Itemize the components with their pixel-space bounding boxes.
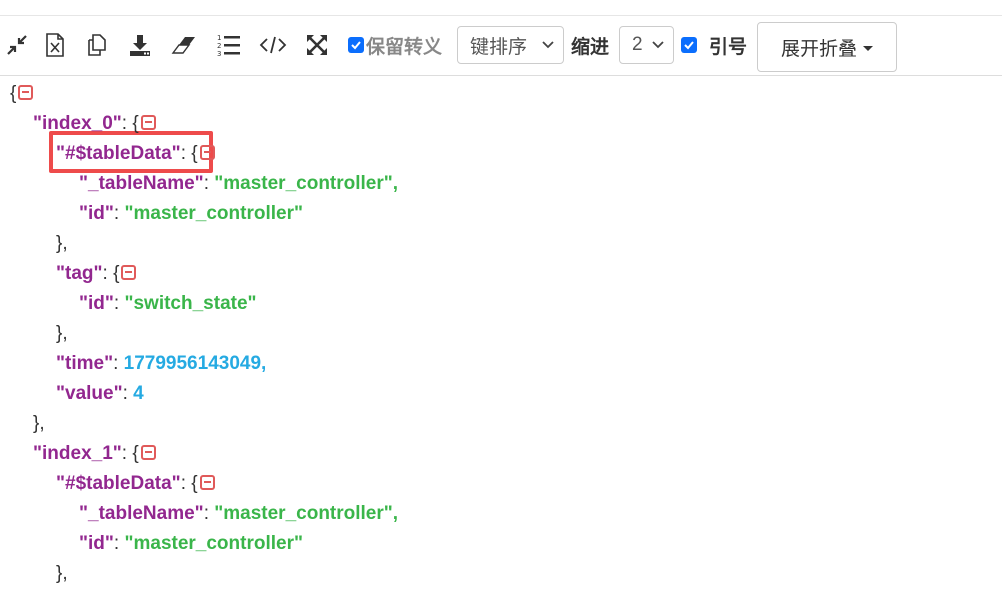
- collapse-icon[interactable]: [121, 264, 137, 280]
- punctuation: :: [122, 383, 134, 404]
- collapse-icon[interactable]: [199, 474, 215, 490]
- json-line: },: [56, 229, 68, 259]
- top-divider: [0, 15, 1002, 16]
- json-key: "value": [56, 383, 123, 404]
- json-key: "_tableName": [79, 173, 204, 194]
- json-value: "switch_state": [124, 293, 257, 314]
- open-brace: {: [10, 83, 17, 104]
- json-key: "#$tableData": [56, 473, 181, 494]
- collapse-icon[interactable]: [140, 444, 156, 460]
- chevron-down-icon: [542, 41, 554, 49]
- keep-escape-checkbox[interactable]: [348, 37, 364, 53]
- expand-collapse-label: 展开折叠: [780, 38, 857, 60]
- svg-text:1: 1: [217, 34, 221, 42]
- comma: ,: [392, 503, 399, 524]
- json-key: "index_0": [33, 113, 122, 134]
- excel-icon[interactable]: [40, 30, 70, 60]
- json-value: "master_controller": [124, 533, 303, 554]
- json-key: "id": [79, 293, 114, 314]
- compress-icon[interactable]: [2, 30, 32, 60]
- collapse-icon[interactable]: [140, 114, 156, 130]
- json-value: 1779956143049: [123, 353, 262, 374]
- expand-collapse-button[interactable]: 展开折叠: [757, 22, 897, 72]
- indent-label: 缩进: [571, 36, 610, 58]
- punctuation: :: [121, 113, 133, 134]
- json-value: "master_controller": [124, 203, 303, 224]
- copy-icon[interactable]: [82, 30, 112, 60]
- punctuation: :: [113, 353, 124, 374]
- keep-escape-label: 保留转义: [366, 36, 443, 58]
- json-line: "_tableName": "master_controller",: [79, 499, 398, 529]
- punctuation: :: [102, 263, 114, 284]
- sort-select[interactable]: 键排序: [457, 26, 564, 64]
- chevron-down-icon: [652, 41, 664, 49]
- caret-down-icon: [863, 46, 873, 51]
- json-line: "tag": {: [56, 259, 137, 289]
- json-line: "time": 1779956143049,: [56, 349, 266, 379]
- close-brace: },: [56, 323, 68, 344]
- json-line: "id": "master_controller": [79, 199, 303, 229]
- svg-text:3: 3: [217, 50, 221, 58]
- json-value: "master_controller": [214, 173, 393, 194]
- json-line: "index_1": {: [33, 439, 156, 469]
- json-line: },: [56, 319, 68, 349]
- highlight-box: [49, 131, 213, 173]
- keep-escape-option[interactable]: 保留转义: [348, 33, 443, 58]
- toolbar: 1 2 3 保留转义 键排序: [0, 16, 1002, 76]
- open-brace: {: [113, 263, 120, 284]
- json-key: "time": [56, 353, 114, 374]
- close-brace: },: [56, 563, 68, 584]
- json-key: "id": [79, 203, 114, 224]
- punctuation: :: [180, 473, 192, 494]
- eraser-icon[interactable]: [169, 30, 199, 60]
- svg-text:2: 2: [217, 42, 221, 50]
- json-key: "id": [79, 533, 114, 554]
- json-value: "master_controller": [214, 503, 393, 524]
- close-brace: },: [56, 233, 68, 254]
- open-brace: {: [132, 113, 139, 134]
- quote-label: 引号: [709, 36, 748, 58]
- quote-option[interactable]: 引号: [681, 33, 748, 58]
- json-line: "_tableName": "master_controller",: [79, 169, 398, 199]
- punctuation: :: [203, 173, 215, 194]
- json-key: "_tableName": [79, 503, 204, 524]
- json-line: "value": 4: [56, 379, 144, 409]
- punctuation: :: [121, 443, 133, 464]
- indent-select-value: 2: [632, 34, 643, 55]
- open-brace: {: [191, 473, 198, 494]
- punctuation: :: [203, 503, 215, 524]
- indent-label-wrap: 缩进: [571, 33, 610, 58]
- open-brace: {: [132, 443, 139, 464]
- json-key: "tag": [56, 263, 103, 284]
- json-line: "index_0": {: [33, 109, 156, 139]
- json-line: "#$tableData": {: [56, 139, 215, 169]
- json-line: "#$tableData": {: [56, 469, 215, 499]
- collapse-icon[interactable]: [18, 84, 34, 100]
- close-brace: },: [33, 413, 45, 434]
- json-value: 4: [133, 383, 144, 404]
- open-brace: {: [191, 143, 198, 164]
- collapse-icon[interactable]: [199, 144, 215, 160]
- sort-select-value: 键排序: [470, 36, 528, 58]
- download-icon[interactable]: [125, 30, 155, 60]
- ordered-list-icon[interactable]: 1 2 3: [214, 30, 244, 60]
- punctuation: :: [180, 143, 192, 164]
- code-icon[interactable]: [258, 30, 288, 60]
- json-line: },: [33, 409, 45, 439]
- json-key: "#$tableData": [56, 143, 181, 164]
- json-line: "id": "switch_state": [79, 289, 257, 319]
- json-viewer: {"index_0": {"#$tableData": {"_tableName…: [0, 77, 1002, 584]
- indent-select[interactable]: 2: [619, 26, 674, 64]
- expand-icon[interactable]: [302, 30, 332, 60]
- comma: ,: [261, 353, 267, 374]
- punctuation: :: [113, 533, 125, 554]
- punctuation: :: [113, 203, 125, 224]
- json-line: "id": "master_controller": [79, 529, 303, 559]
- comma: ,: [392, 173, 399, 194]
- quote-checkbox[interactable]: [681, 37, 697, 53]
- json-line: },: [56, 559, 68, 589]
- punctuation: :: [113, 293, 125, 314]
- json-line: {: [10, 79, 34, 109]
- json-key: "index_1": [33, 443, 122, 464]
